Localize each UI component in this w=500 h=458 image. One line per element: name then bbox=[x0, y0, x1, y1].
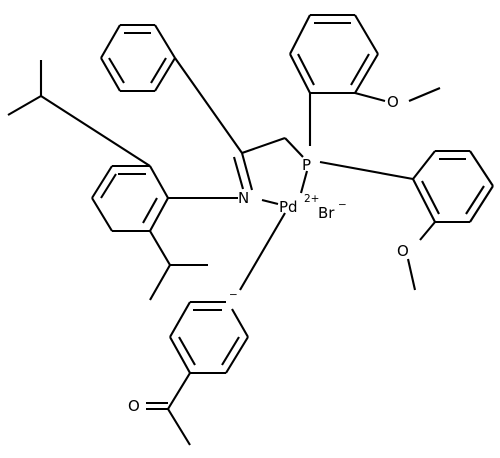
acetyl-group bbox=[146, 372, 191, 446]
phenyl-ring bbox=[100, 23, 176, 93]
bromine-atom-label: Br bbox=[318, 204, 335, 222]
carbanion-charge-label: − bbox=[229, 289, 238, 301]
carbonyl-oxygen-label: O bbox=[128, 397, 140, 415]
upper-aryl-to-oxygen-bond bbox=[354, 91, 386, 103]
bromide-charge-label: − bbox=[338, 199, 347, 211]
nitrogen-atom-label: N bbox=[238, 189, 249, 207]
nitrogen-to-palladium-bond bbox=[261, 198, 279, 206]
imine-double-bond bbox=[240, 152, 254, 191]
right-methoxyphenyl-ring bbox=[412, 149, 494, 224]
right-aryl-to-oxygen-bond bbox=[419, 221, 436, 241]
bond-layer bbox=[7, 13, 494, 446]
diisopropylphenyl-ring bbox=[91, 164, 169, 233]
upper-oxygen-to-methyl-bond bbox=[408, 87, 441, 102]
palladium-atom-label: Pd bbox=[279, 198, 298, 216]
imine-carbon-to-ch2-bond bbox=[241, 137, 286, 154]
acetylphenyl-ring bbox=[169, 300, 249, 375]
upper-methoxy-oxygen-label: O bbox=[387, 93, 399, 111]
right-methoxy-oxygen-label: O bbox=[397, 242, 409, 260]
right-oxygen-to-methyl-bond bbox=[406, 258, 417, 291]
upper-methoxyphenyl-ring bbox=[289, 13, 379, 95]
phosphorus-to-right-aryl-bond bbox=[319, 160, 414, 181]
phenyl-to-imine-carbon-bond bbox=[174, 57, 243, 154]
lower-isopropyl-group bbox=[149, 230, 208, 301]
phosphorus-to-palladium-bond bbox=[299, 170, 309, 194]
atom-label-layer: N P Pd 2+ Br − − O O O bbox=[128, 93, 409, 415]
palladium-charge-label: 2+ bbox=[304, 193, 319, 205]
palladium-to-aryl-carbon-bond bbox=[239, 212, 286, 291]
upper-isopropyl-group bbox=[7, 60, 151, 167]
phosphorus-atom-label: P bbox=[302, 156, 311, 174]
ch2-to-phosphorus-bond bbox=[284, 137, 304, 158]
